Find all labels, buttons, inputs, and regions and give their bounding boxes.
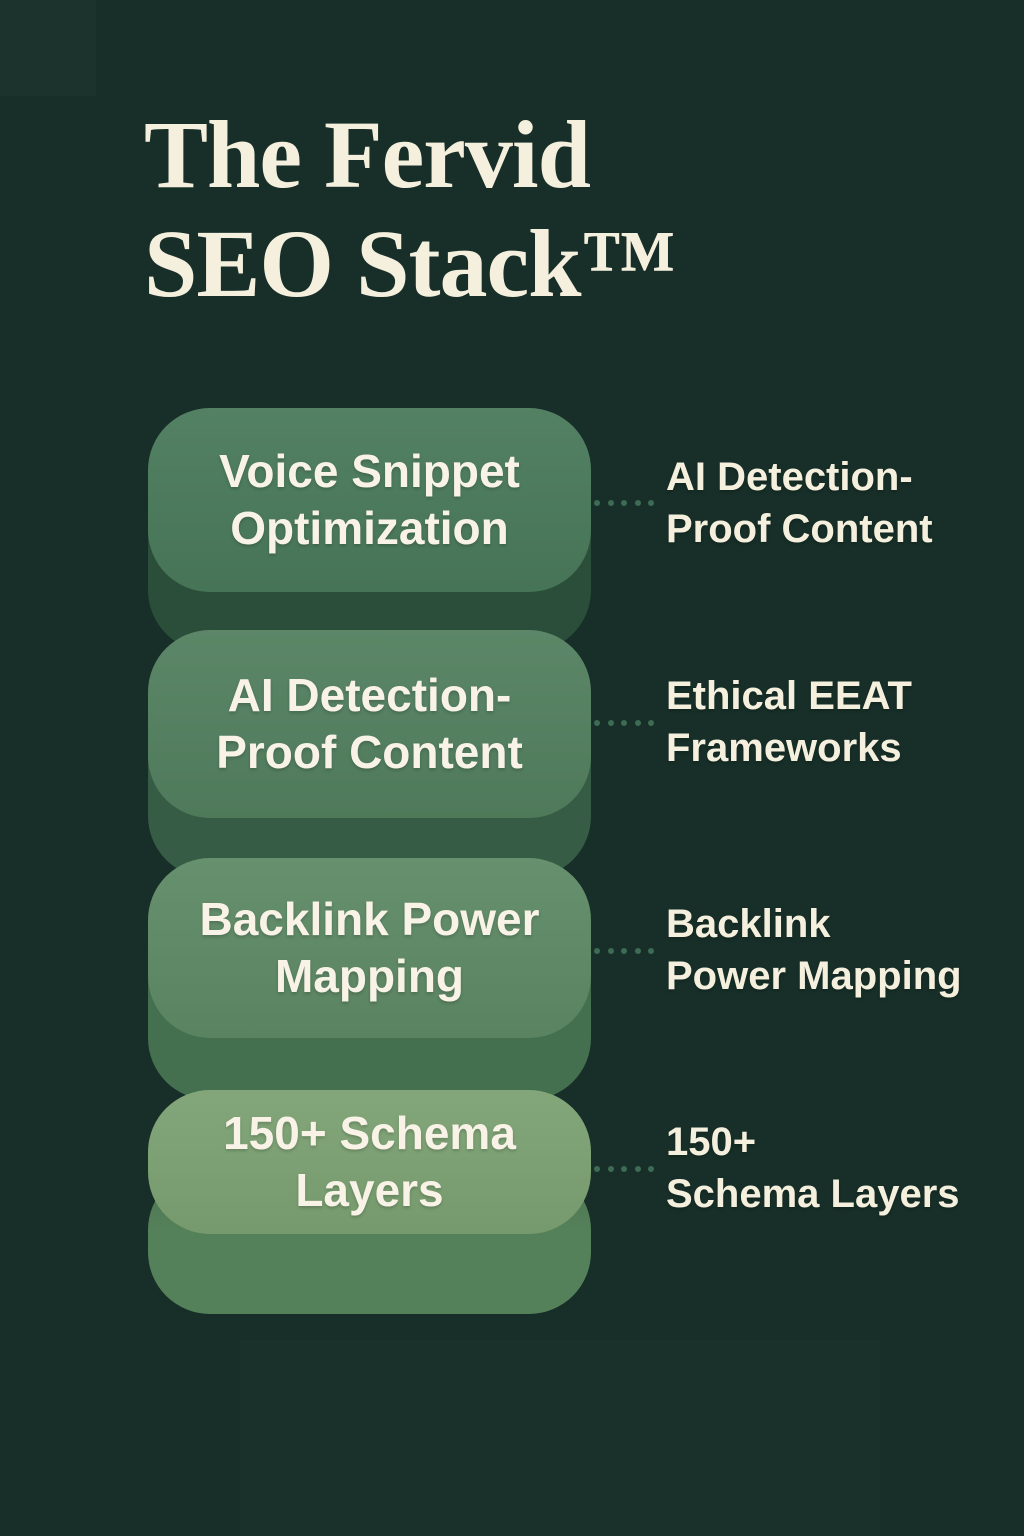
block-label-line: Proof Content bbox=[216, 726, 523, 778]
annotation-line: Schema Layers bbox=[666, 1172, 960, 1216]
connector-dot bbox=[634, 720, 641, 726]
annotation-backlink-power: Backlink Power Mapping bbox=[666, 898, 1016, 1002]
dotted-connector bbox=[594, 948, 654, 954]
annotation-line: 150+ bbox=[666, 1120, 757, 1164]
connector-dot bbox=[621, 1166, 627, 1172]
page-title-line-2: SEO Stack™ bbox=[144, 210, 676, 318]
background-patch bbox=[0, 0, 96, 96]
connector-dot bbox=[621, 500, 627, 506]
block-label: Backlink Power Mapping bbox=[199, 891, 539, 1005]
block-label-line: AI Detection- bbox=[227, 669, 512, 721]
connector-dot bbox=[607, 948, 614, 954]
block-label-line: Backlink Power bbox=[199, 893, 540, 945]
connector-dot bbox=[621, 720, 627, 726]
block-label: AI Detection- Proof Content bbox=[216, 667, 523, 781]
dotted-connector bbox=[594, 500, 654, 506]
annotation-line: Proof Content bbox=[666, 507, 933, 551]
block-label: 150+ Schema Layers bbox=[223, 1105, 516, 1219]
connector-dot bbox=[648, 720, 654, 726]
annotation-line: Power Mapping bbox=[666, 954, 962, 998]
page-title-line-1: The Fervid bbox=[144, 101, 591, 208]
annotation-line: Backlink bbox=[666, 902, 831, 946]
annotation-ai-detection: AI Detection- Proof Content bbox=[666, 451, 1016, 555]
annotation-line: Ethical EEAT bbox=[666, 674, 912, 718]
connector-dot bbox=[607, 720, 614, 726]
block-label-line: 150+ Schema bbox=[223, 1107, 516, 1159]
connector-dot bbox=[648, 500, 654, 506]
block-label-line: Voice Snippet bbox=[219, 445, 520, 497]
connector-dot bbox=[594, 500, 600, 506]
connector-dot bbox=[607, 1166, 614, 1172]
block-label: Voice Snippet Optimization bbox=[219, 443, 520, 557]
connector-dot bbox=[648, 948, 654, 954]
dotted-connector bbox=[594, 1166, 654, 1172]
block-face: AI Detection- Proof Content bbox=[148, 630, 591, 818]
block-face: Backlink Power Mapping bbox=[148, 858, 591, 1038]
annotation-schema-layers: 150+ Schema Layers bbox=[666, 1116, 1016, 1220]
page-title: The Fervid SEO Stack™ bbox=[144, 100, 676, 319]
connector-dot bbox=[621, 948, 627, 954]
connector-dot bbox=[607, 500, 614, 506]
background-patch bbox=[240, 1340, 880, 1536]
connector-dot bbox=[634, 948, 641, 954]
connector-dot bbox=[634, 1166, 641, 1172]
annotation-ethical-eeat: Ethical EEAT Frameworks bbox=[666, 670, 1016, 774]
connector-dot bbox=[594, 948, 600, 954]
connector-dot bbox=[594, 1166, 600, 1172]
block-face: 150+ Schema Layers bbox=[148, 1090, 591, 1234]
block-label-line: Optimization bbox=[230, 502, 509, 554]
connector-dot bbox=[594, 720, 600, 726]
block-label-line: Layers bbox=[295, 1164, 444, 1216]
connector-dot bbox=[648, 1166, 654, 1172]
annotation-line: AI Detection- bbox=[666, 455, 913, 499]
dotted-connector bbox=[594, 720, 654, 726]
connector-dot bbox=[634, 500, 641, 506]
block-label-line: Mapping bbox=[274, 950, 465, 1002]
annotation-line: Frameworks bbox=[666, 726, 902, 770]
block-face: Voice Snippet Optimization bbox=[148, 408, 591, 592]
